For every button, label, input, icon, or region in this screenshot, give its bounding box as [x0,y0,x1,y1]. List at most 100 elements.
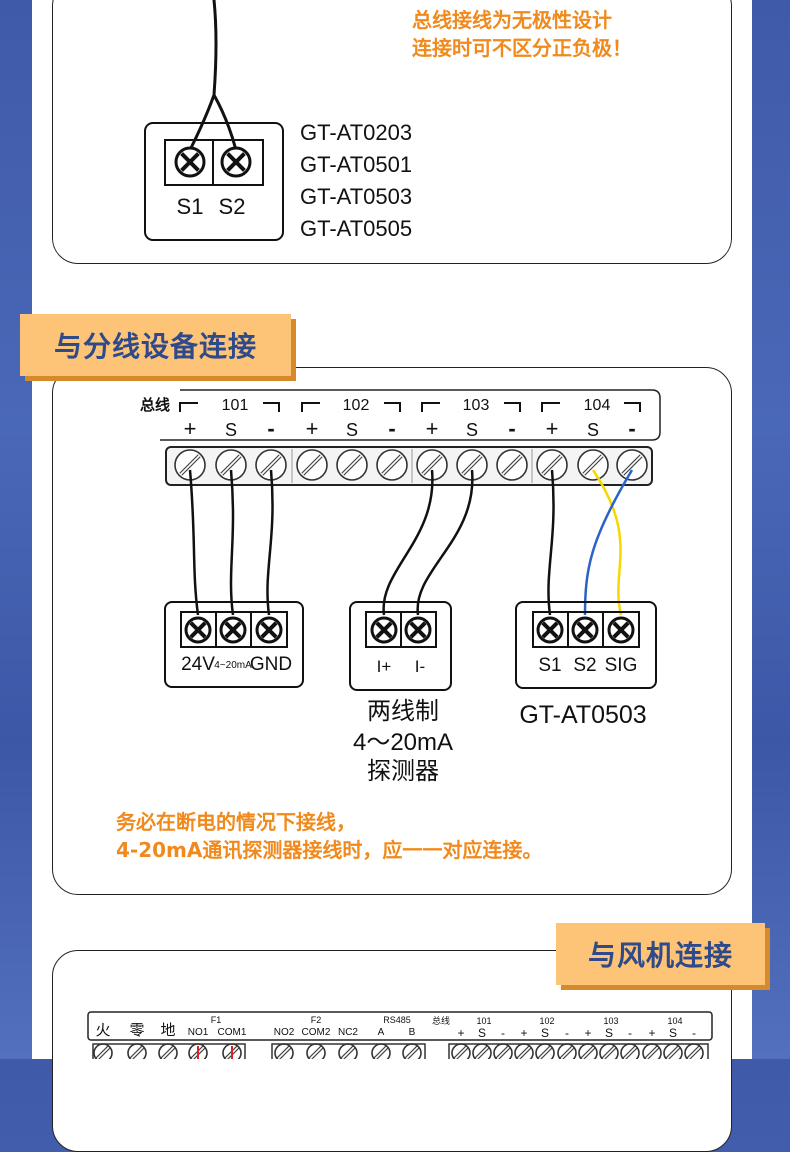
sign-label: S [605,1026,613,1040]
fan-terminal-label: NC2 [338,1027,358,1038]
polarity-note: 总线接线为无极性设计 连接时可不区分正负极！ [412,6,632,62]
screw-slot-icon [260,454,282,476]
screw-slot-icon [220,454,242,476]
model-item: GT-AT0203 [300,120,412,145]
fan-label-frame [87,1011,713,1041]
channel-label: 103 [603,1016,618,1026]
note-line: 务必在断电的情况下接线， [116,810,356,834]
screw-slot-icon [341,454,363,476]
screw-slot-icon [495,1045,511,1059]
sign-label: S [225,420,237,440]
terminal-label: S2 [219,194,246,219]
screw-slot-icon [516,1045,532,1059]
screw-slot-icon [601,1045,617,1059]
screw-slot-icon [621,454,643,476]
terminal-label: I- [415,657,425,676]
detector-caption: 4～20mA [353,729,453,756]
screw-cross-icon [224,621,242,639]
fan-wire-red [197,1046,233,1059]
wire-yellow [591,469,623,616]
sign-label: - [267,416,274,441]
sign-label: S [466,420,478,440]
fan-terminal-label: 地 [160,1022,175,1039]
screw-slot-icon [276,1045,292,1059]
screw-cross-icon [226,152,246,172]
sign-label: - [628,416,635,441]
channel-label: 101 [222,397,249,414]
sign-label: S [541,1026,549,1040]
screw-cross-icon [576,621,594,639]
sign-label: S [346,420,358,440]
channel-label: 104 [584,397,611,414]
screw-slot-icon [580,1045,596,1059]
terminal-label: I+ [377,657,392,676]
screw-slot-icon [453,1045,469,1059]
screw-slot-icon [308,1045,324,1059]
fan-terminal-label: A [378,1027,385,1038]
screw-icon [376,449,408,481]
device-model-caption: GT-AT0503 [519,701,646,729]
sign-label: + [584,1026,591,1040]
rs485-label: RS485 [383,1015,411,1025]
model-item: GT-AT0505 [300,216,412,241]
fan-terminal-label: NO2 [274,1027,295,1038]
fan-terminal-label: 火 [95,1022,110,1039]
screw-icon [496,449,528,481]
channel-label: 102 [343,397,370,414]
terminal-strip [165,446,653,486]
bus-label-frame [160,389,661,441]
screw-slot-icon [541,454,563,476]
wire-blue [583,469,634,616]
screw-slot-icon [501,454,523,476]
polarity-note-line: 连接时可不区分正负极！ [412,36,632,60]
polarity-note-line: 总线接线为无极性设计 [412,8,612,32]
terminal-label: S1 [177,194,204,219]
wire [266,469,274,616]
card-bus-wiring [52,0,732,264]
sign-label: + [426,416,439,441]
screw-slot-icon [474,1045,490,1059]
screw-slot-icon [129,1045,145,1059]
screw-slot-icon [95,1045,111,1059]
sign-label: S [587,420,599,440]
screw-slot-icon [582,454,604,476]
model-list: GT-AT0203 GT-AT0501 GT-AT0503 GT-AT0505 [300,120,412,241]
sign-label: - [501,1026,505,1040]
sign-label: + [546,416,559,441]
f1-label: F1 [211,1015,222,1025]
screw-slot-icon [622,1045,638,1059]
device-boxes [164,601,657,691]
terminal-label: 24V [181,654,215,675]
screw-slot-icon [686,1045,702,1059]
screw-slot-icon [340,1045,356,1059]
wire [382,469,434,616]
screw-icon [616,449,648,481]
screw-cross-icon [180,152,200,172]
fan-terminal-label: B [409,1027,416,1038]
bracket [179,402,280,412]
screw-icon [577,449,609,481]
wire [547,469,555,616]
model-item: GT-AT0501 [300,152,412,177]
bracket [301,402,401,412]
channel-label: 104 [667,1016,682,1026]
screw-slot-icon [381,454,403,476]
sign-label: - [692,1026,696,1040]
sign-label: + [648,1026,655,1040]
sign-label: + [520,1026,527,1040]
screw-slot-icon [537,1045,553,1059]
screw-slot-icon [404,1045,420,1059]
screw-slot-icon [559,1045,575,1059]
wire [188,469,200,616]
screw-icon [336,449,368,481]
screw-slot-icon [421,454,443,476]
fan-terminal-label: NO1 [188,1027,209,1038]
fan-terminal-strip [92,1043,709,1059]
fan-terminal-label: COM1 [218,1027,247,1038]
model-item: GT-AT0503 [300,184,412,209]
channel-label: 102 [539,1016,554,1026]
terminal-label: GND [250,654,292,675]
channel-label: 101 [476,1016,491,1026]
bracket [541,402,641,412]
detector-caption: 探测器 [367,758,439,785]
